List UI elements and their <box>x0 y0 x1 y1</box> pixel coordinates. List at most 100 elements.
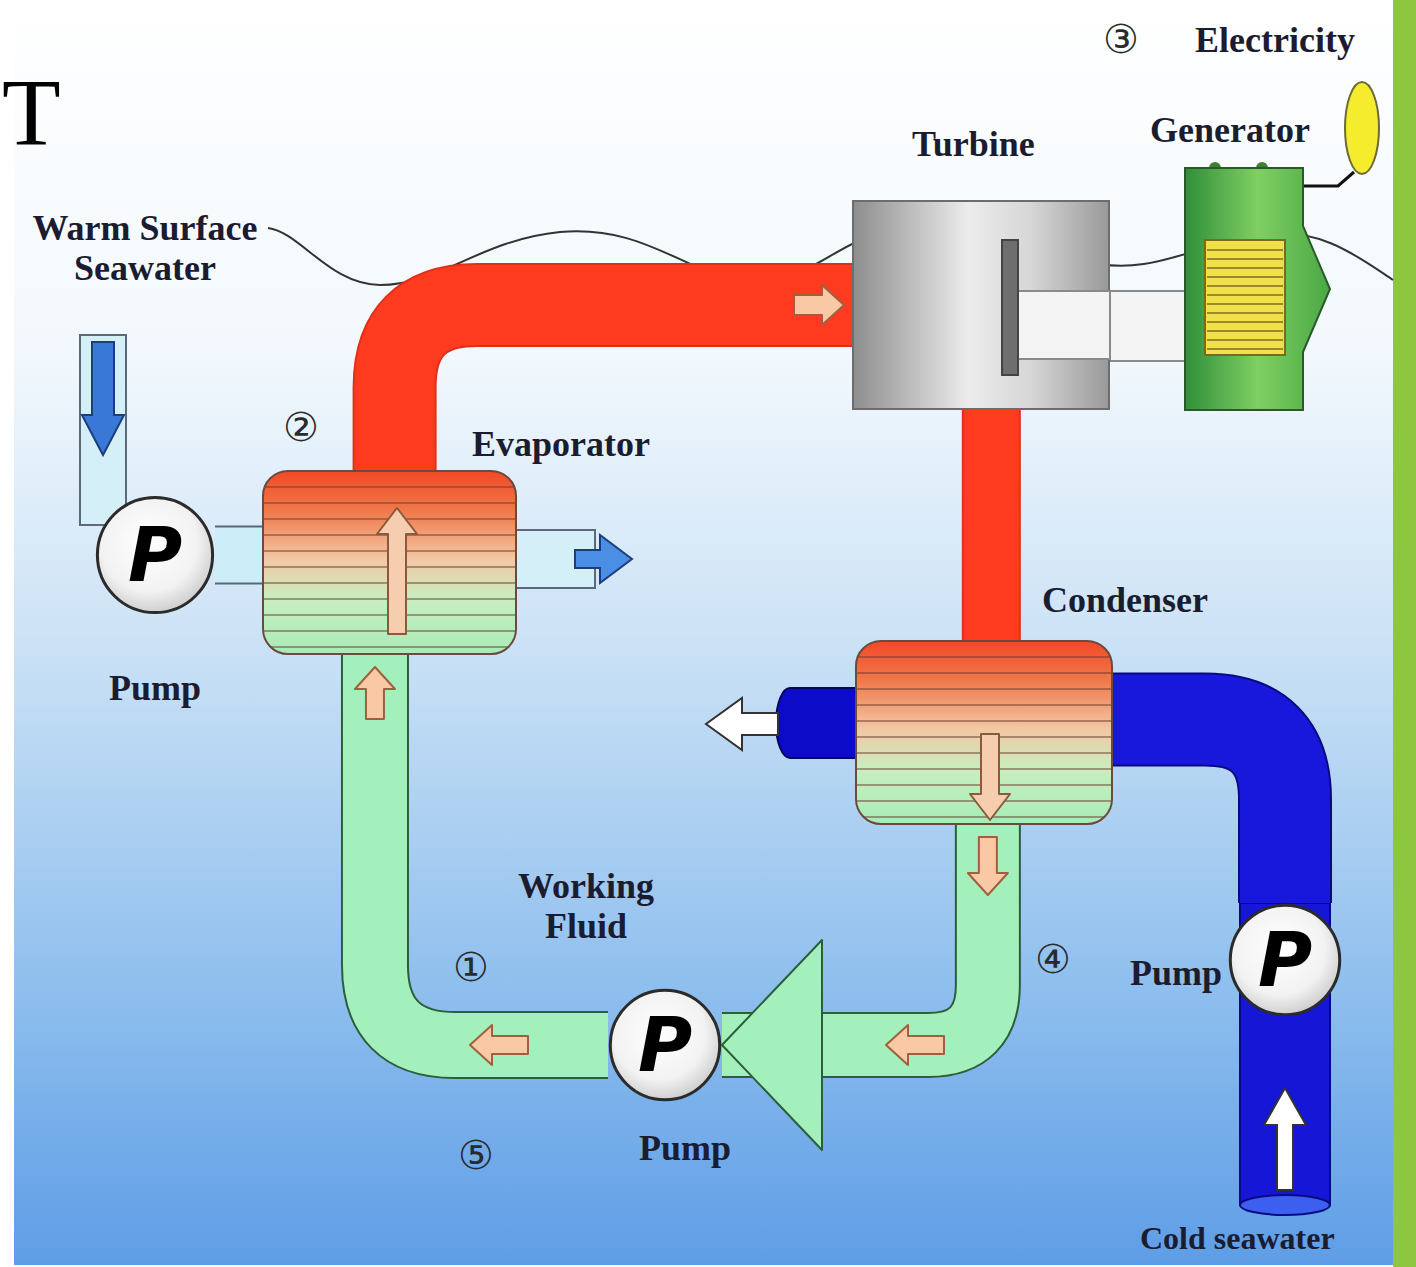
pipe-connector <box>722 825 1008 1150</box>
sea-ground <box>14 0 1394 1265</box>
coil-winding <box>1207 267 1283 269</box>
component-label: Pump <box>625 1128 745 1169</box>
label-anchor: ① <box>453 944 489 990</box>
label-anchor: Pump <box>95 668 215 709</box>
output-label: Electricity <box>1195 20 1355 61</box>
turbine-shaft <box>1018 291 1110 359</box>
label-anchor: T <box>2 58 61 168</box>
flow-arrow <box>970 734 1010 820</box>
heat-exchanger-detail <box>264 472 515 653</box>
generator-outline <box>1185 168 1330 410</box>
heat-exchanger-detail <box>857 642 1111 823</box>
flow-arrow <box>575 535 632 583</box>
label-anchor: Cold seawater <box>1140 1220 1335 1257</box>
turbine-box: Turbine <box>852 200 1110 410</box>
pump-symbol: PPump <box>608 988 722 1102</box>
pump-letter: P <box>128 518 182 592</box>
coil-winding <box>1207 294 1283 296</box>
flow-arrow <box>886 1025 944 1065</box>
generator-shape <box>1185 168 1330 410</box>
side-bar <box>1393 0 1416 1267</box>
pump-outline <box>97 497 212 612</box>
pipe-outline <box>395 305 852 470</box>
component-label: Pump <box>95 668 215 709</box>
callout-number: ③ <box>1103 16 1139 62</box>
power-wire <box>1300 172 1354 186</box>
pipe-connector <box>1113 720 1285 903</box>
label-anchor: Pump <box>1126 953 1222 994</box>
pipe-connector <box>1110 326 1185 327</box>
label-anchor: ③ <box>1103 16 1139 62</box>
flow-arrow <box>706 698 778 750</box>
coil-winding <box>1207 339 1283 341</box>
pipe-connector <box>215 555 262 556</box>
cold-outlet-pipe <box>776 688 862 758</box>
coil-winding <box>1207 249 1283 251</box>
generator-coil <box>1205 240 1285 355</box>
pipe-body <box>395 305 852 470</box>
pipe-outline <box>215 526 262 585</box>
pipe-body <box>1110 292 1185 360</box>
component-label: Generator <box>1150 110 1310 151</box>
pipe-body <box>1113 720 1285 903</box>
turbine-disc <box>1002 240 1018 375</box>
source-label: Cold seawater <box>1140 1220 1335 1257</box>
pump-letter: P <box>638 1008 692 1082</box>
arrow-head <box>794 285 844 325</box>
pump-symbol: PPump <box>95 495 215 615</box>
coil-winding <box>1207 321 1283 323</box>
generator-box: Generator <box>1185 168 1330 410</box>
slide-title-fragment: T <box>2 58 61 168</box>
condenser-box: Condenser <box>855 640 1113 825</box>
label-anchor: Condenser <box>1042 580 1208 621</box>
arrow-head <box>722 940 822 1150</box>
coil-winding <box>1207 348 1283 350</box>
label-anchor: ② <box>283 404 319 450</box>
pump-letter: P <box>1258 923 1312 997</box>
flow-arrow <box>470 1025 528 1065</box>
callout-number: ④ <box>1035 936 1071 982</box>
label-anchor: ④ <box>1035 936 1071 982</box>
flow-arrow <box>1264 1088 1306 1190</box>
warm-inlet-pipe <box>80 335 126 525</box>
callout-number: ② <box>283 404 319 450</box>
label-anchor: Working Fluid <box>500 866 672 947</box>
label-anchor: ⑤ <box>458 1132 494 1178</box>
coil-winding <box>1207 276 1283 278</box>
pump-outline <box>1230 905 1339 1014</box>
component-label: Evaporator <box>472 424 650 465</box>
arrow-head <box>355 667 395 719</box>
pipe-opening <box>1240 1195 1330 1215</box>
source-label: Warm Surface Seawater <box>18 208 272 289</box>
flow-arrow <box>82 342 124 455</box>
generator-terminal <box>1209 162 1221 174</box>
component-label: Turbine <box>912 124 1035 165</box>
pipe-connector <box>395 285 852 470</box>
label-anchor: Electricity <box>1195 20 1355 61</box>
label-anchor: Warm Surface Seawater <box>18 208 272 289</box>
pump-outline <box>610 990 719 1099</box>
coil-winding <box>1207 330 1283 332</box>
pipe-outline <box>1110 290 1185 362</box>
cold-inlet-pipe <box>1240 903 1330 1205</box>
pipe-body <box>215 528 262 583</box>
flow-arrow <box>968 837 1008 895</box>
label-anchor: Turbine <box>912 124 1035 165</box>
flow-arrow <box>377 508 417 634</box>
coil-winding <box>1207 312 1283 314</box>
pipe-outline <box>375 655 608 1045</box>
pipe-body <box>375 655 608 1045</box>
label-anchor: Pump <box>625 1128 745 1169</box>
generator-terminal <box>1256 162 1268 174</box>
electricity-bulb <box>1345 82 1379 174</box>
label-anchor: Generator <box>1150 110 1310 151</box>
pipe-outline <box>962 410 1021 640</box>
fluid-label: Working Fluid <box>500 866 672 947</box>
pipe-outline <box>1113 720 1285 903</box>
component-label: Pump <box>1126 953 1222 994</box>
callout-number: ① <box>453 944 489 990</box>
